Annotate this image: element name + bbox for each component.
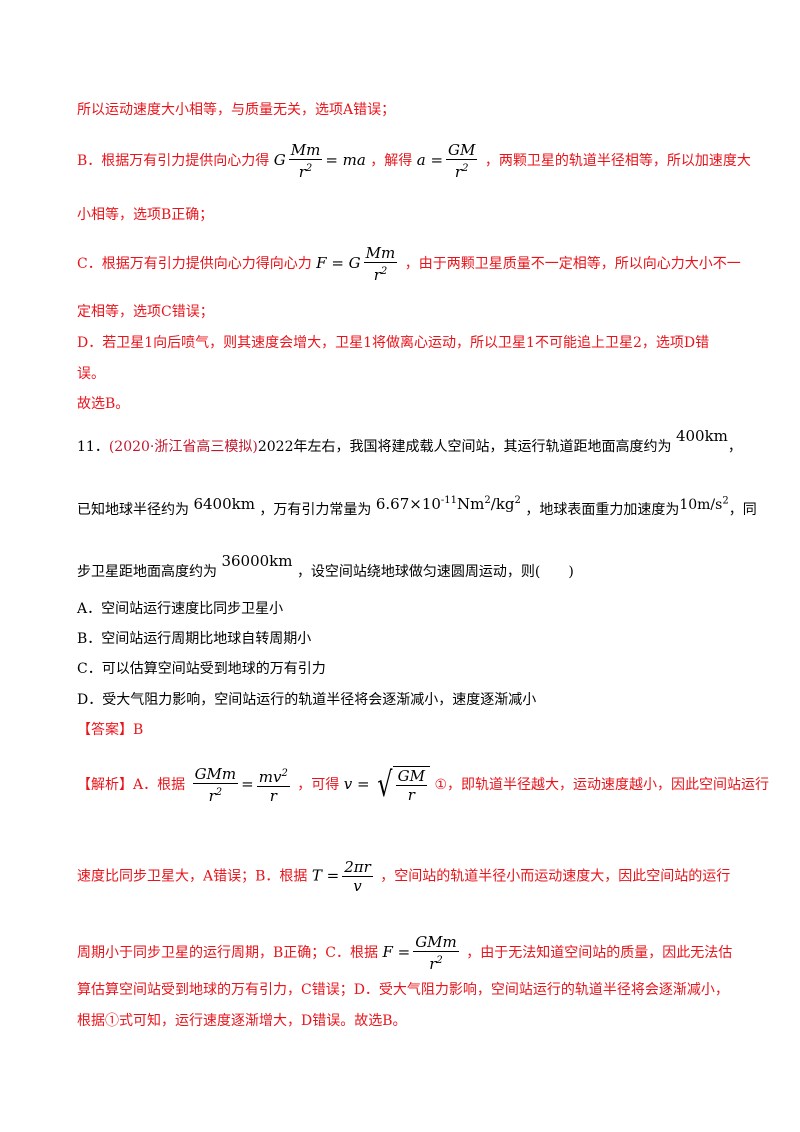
text-line: 小相等，选项B正确；: [77, 207, 214, 223]
question-line: 已知地球半径约为 6400km ，万有引力常量为 6.67×10-11Nm2/k…: [77, 495, 757, 520]
question-source: (2020·浙江省高三模拟): [108, 439, 258, 455]
text-segment: ，可得: [297, 777, 340, 793]
analysis-label: 【解析】: [77, 777, 133, 793]
text-line: 定相等，选项C错误；: [77, 304, 214, 320]
value-gravitational-constant: 6.67×10-11Nm2/kg2: [375, 495, 521, 513]
text-segment: ①，即轨道半径越大，运动速度越小，因此空间站运行: [434, 777, 770, 793]
option-c: C．可以估算空间站受到地球的万有引力: [77, 661, 326, 677]
value-sync-height: 36000km: [221, 552, 293, 570]
text-segment: B．根据万有引力提供向心力得: [77, 153, 270, 169]
option-a: A．空间站运行速度比同步卫星小: [77, 601, 284, 617]
text-segment: ，同: [728, 502, 757, 518]
text-segment: A．根据: [133, 777, 186, 793]
value-radius: 6400km: [193, 495, 255, 513]
text-segment: ，由于两颗卫星质量不一定相等，所以向心力大小不一: [404, 256, 741, 272]
option-d: D．受大气阻力影响，空间站运行的轨道半径将会逐渐减小，速度逐渐减小: [77, 692, 537, 708]
text-segment: ，解得: [370, 153, 413, 169]
formula: T =: [311, 866, 340, 885]
text-segment: 2022年左右，我国将建成载人空间站，其运行轨道距地面高度约为: [257, 439, 672, 455]
analysis-line: 算估算空间站受到地球的万有引力，C错误；D．受大气阻力影响，空间站运行的轨道半径…: [77, 982, 729, 998]
formula: v =: [343, 775, 370, 793]
text-segment: ，万有引力常量为: [259, 502, 372, 518]
text-segment: ，地球表面重力加速度为: [525, 502, 680, 518]
text-segment: ，: [727, 439, 742, 455]
question-number: 11．: [77, 439, 109, 455]
text-segment: ，空间站的轨道半径小而运动速度大，因此空间站的运行: [380, 868, 731, 885]
text-segment: 速度比同步卫星大，A错误；B．根据: [77, 868, 308, 885]
value-height: 400km: [675, 427, 728, 445]
text-segment: 周期小于同步卫星的运行周期，B正确；C．根据: [77, 945, 378, 961]
formula: F =: [382, 943, 411, 961]
value-acceleration: 10m/s2: [679, 495, 729, 513]
formula: = ma: [325, 151, 366, 169]
text-line: 误。: [77, 366, 105, 382]
text-segment: 步卫星距地面高度约为: [77, 564, 217, 580]
text-segment: ，两颗卫星的轨道半径相等，所以加速度大: [484, 153, 751, 169]
text-line: D．若卫星1向后喷气，则其速度会增大，卫星1将做离心运动，所以卫星1不可能追上卫…: [77, 335, 710, 351]
option-b: B．空间站运行周期比地球自转周期小: [77, 631, 312, 647]
text-segment: ，由于无法知道空间站的质量，因此无法估: [466, 945, 733, 961]
text-line: 故选B。: [77, 396, 130, 412]
formula: F = G: [316, 254, 361, 272]
text-segment: ，设空间站绕地球做匀速圆周运动，则( ): [296, 564, 574, 580]
text-segment: C．根据万有引力提供向心力得向心力: [77, 256, 312, 272]
answer-label: 【答案】B: [77, 722, 144, 738]
formula: G: [273, 151, 286, 169]
analysis-line: 根据①式可知，运行速度逐渐增大，D错误。故选B。: [77, 1013, 407, 1029]
text-segment: 已知地球半径约为: [77, 502, 189, 518]
question-line: 步卫星距地面高度约为 36000km ，设空间站绕地球做匀速圆周运动，则( ): [77, 552, 574, 582]
formula: a =: [416, 151, 444, 169]
question-line: 11．(2020·浙江省高三模拟)2022年左右，我国将建成载人空间站，其运行轨…: [77, 427, 742, 457]
text-line: 所以运动速度大小相等，与质量无关，选项A错误；: [77, 102, 396, 118]
